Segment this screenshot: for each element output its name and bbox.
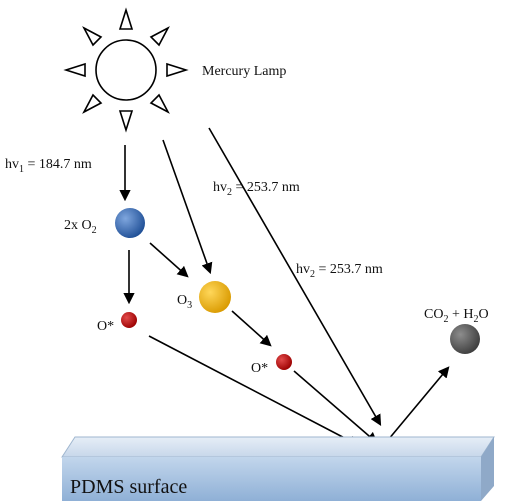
o3-label: O3 bbox=[177, 293, 192, 311]
arrow-ostar1-to-surface bbox=[148, 335, 360, 447]
surface-label: PDMS surface bbox=[70, 476, 187, 498]
arrow-ostar2-to-surface bbox=[293, 370, 378, 444]
o2-label: 2x O2 bbox=[64, 218, 97, 236]
mercury-lamp-icon bbox=[63, 7, 189, 133]
arrow-lamp-to-surface bbox=[208, 127, 382, 426]
arrow-surface-to-products bbox=[387, 366, 450, 441]
products-label: CO2 + H2O bbox=[424, 307, 489, 325]
o2-sphere bbox=[115, 208, 145, 238]
o-star-sphere-2 bbox=[276, 354, 292, 370]
hv1-label: hv1 = 184.7 nm bbox=[5, 157, 92, 175]
hv2-label-upper: hv2 = 253.7 nm bbox=[213, 180, 300, 198]
arrow-o3-to-ostar bbox=[231, 310, 272, 347]
o-star-label-1: O* bbox=[97, 319, 114, 334]
o3-sphere bbox=[199, 281, 231, 313]
pdms-surface bbox=[61, 436, 495, 501]
product-sphere bbox=[450, 324, 480, 354]
arrow-lamp-to-o3 bbox=[162, 139, 213, 275]
o-star-sphere-1 bbox=[121, 312, 137, 328]
o-star-label-2: O* bbox=[251, 361, 268, 376]
lamp-label: Mercury Lamp bbox=[202, 64, 286, 79]
hv2-label-lower: hv2 = 253.7 nm bbox=[296, 262, 383, 280]
arrow-o2-to-o3 bbox=[149, 242, 189, 278]
